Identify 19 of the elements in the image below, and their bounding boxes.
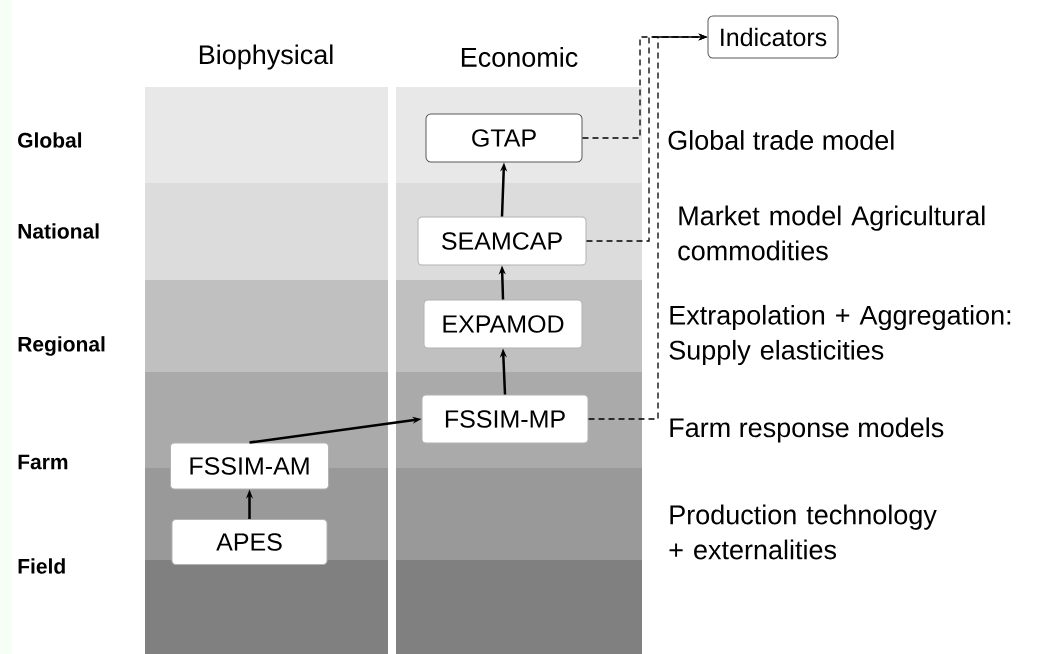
model-box: APES xyxy=(171,519,328,565)
model-description: Extrapolation + Aggregation: Supply elasticities xyxy=(669,304,1011,366)
indicator-box: Indicators xyxy=(707,15,839,59)
level-label: Field xyxy=(18,558,65,574)
model-description: Market model Agricultural commodities xyxy=(678,205,985,261)
level-label: Global xyxy=(18,132,82,148)
level-label: Farm xyxy=(18,454,68,470)
level-label: National xyxy=(18,223,99,239)
model-box: GTAP xyxy=(425,113,583,163)
model-description: Production technology + externalities xyxy=(669,504,937,560)
model-box: SEAMCAP xyxy=(417,216,587,266)
model-description: Farm response models xyxy=(670,417,944,443)
level-label: Regional xyxy=(18,336,105,356)
model-box: EXPAMOD xyxy=(423,299,583,349)
node-label: Economic xyxy=(461,47,578,67)
model-box: FSSIM-MP xyxy=(421,394,589,444)
model-box: FSSIM-AM xyxy=(170,442,329,490)
node-label: Biophysical xyxy=(199,44,333,70)
model-description: Global trade model xyxy=(668,130,894,150)
